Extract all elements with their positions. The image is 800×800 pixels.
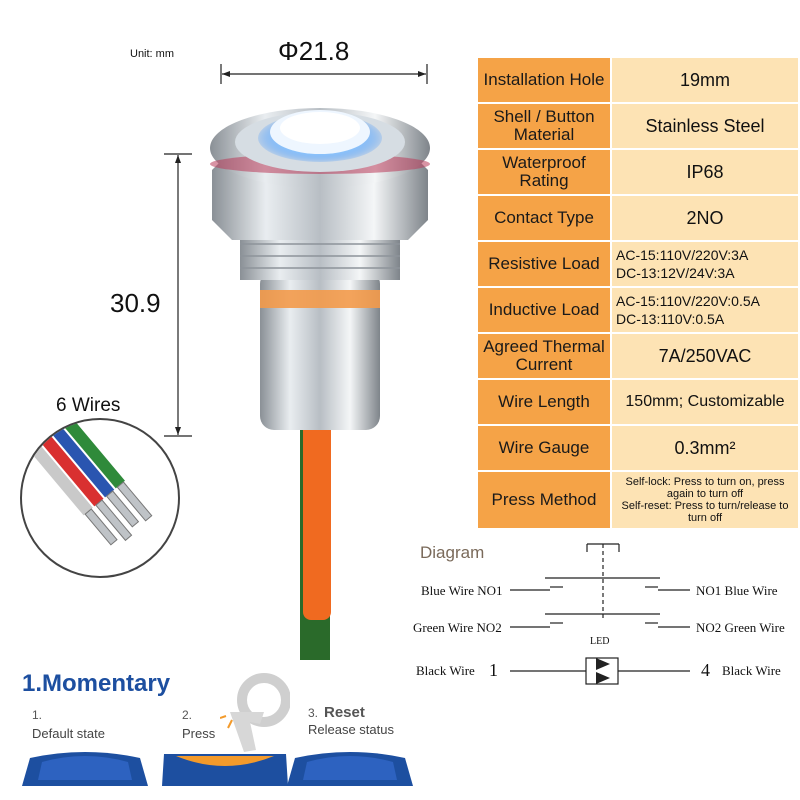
spec-value: AC-15:110V/220V:3A DC-13:12V/24V:3A: [610, 240, 800, 288]
diagram-green-wire-right: NO2 Green Wire: [696, 620, 785, 635]
spec-value: 0.3mm²: [610, 424, 800, 472]
spec-value: 2NO: [610, 194, 800, 242]
spec-key: Contact Type: [476, 194, 612, 242]
spec-row: Resistive Load AC-15:110V/220V:3A DC-13:…: [476, 240, 800, 288]
diagram-pin-4: 4: [701, 660, 710, 680]
diagram-blue-wire-left: Blue Wire NO1: [421, 583, 503, 598]
diagram-black-wire-left: Black Wire: [416, 663, 475, 678]
button-reset-icon: [287, 752, 413, 786]
spec-value-line: DC-13:12V/24V:3A: [616, 265, 735, 281]
spec-value: AC-15:110V/220V:0.5A DC-13:110V:0.5A: [610, 286, 800, 334]
push-button-product-image: [210, 108, 430, 660]
spec-row: Installation Hole 19mm: [476, 56, 800, 104]
spec-key: Shell / Button Material: [476, 102, 612, 150]
spec-key: Resistive Load: [476, 240, 612, 288]
spec-row: Waterproof Rating IP68: [476, 148, 800, 196]
spec-row: Agreed Thermal Current 7A/250VAC: [476, 332, 800, 380]
spec-key: Installation Hole: [476, 56, 612, 104]
step-label: Press: [182, 726, 216, 741]
button-pressed-icon: [162, 754, 288, 786]
hand-press-icon: [220, 673, 290, 752]
spec-key: Press Method: [476, 470, 612, 530]
step-label: Release status: [308, 722, 394, 737]
spec-row: Wire Gauge 0.3mm²: [476, 424, 800, 472]
spec-value: 7A/250VAC: [610, 332, 800, 380]
diameter-label: Φ21.8: [278, 36, 350, 66]
step-label: Default state: [32, 726, 105, 741]
spec-row: Shell / Button Material Stainless Steel: [476, 102, 800, 150]
diagram-green-wire-left: Green Wire NO2: [413, 620, 502, 635]
step-number: 2.: [182, 708, 193, 722]
unit-label: Unit: mm: [130, 48, 174, 60]
spec-value-line: DC-13:110V:0.5A: [616, 311, 725, 327]
step-number: 3.: [308, 706, 319, 720]
wires-label: 6 Wires: [56, 395, 121, 416]
spec-row: Press Method Self-lock: Press to turn on…: [476, 470, 800, 530]
spec-value: Self-lock: Press to turn on, press again…: [610, 470, 800, 530]
diameter-dimension-line: [220, 64, 428, 84]
spec-key: Inductive Load: [476, 286, 612, 334]
button-default-state-icon: [22, 752, 148, 786]
spec-table: Installation Hole 19mm Shell / Button Ma…: [476, 56, 800, 530]
wire-closeup-icon: [25, 420, 153, 546]
diagram-led-label: LED: [590, 636, 610, 647]
height-dimension-line: [164, 153, 192, 437]
spec-value: 150mm; Customizable: [610, 378, 800, 426]
wiring-diagram: [510, 543, 690, 685]
spec-key: Waterproof Rating: [476, 148, 612, 196]
height-label: 30.9: [110, 288, 161, 318]
spec-row: Contact Type 2NO: [476, 194, 800, 242]
spec-value: Stainless Steel: [610, 102, 800, 150]
spec-value: 19mm: [610, 56, 800, 104]
diagram-blue-wire-right: NO1 Blue Wire: [696, 583, 778, 598]
spec-key: Agreed Thermal Current: [476, 332, 612, 380]
momentary-title: 1.Momentary: [22, 670, 171, 697]
step-number: 1.: [32, 708, 43, 722]
diagram-title: Diagram: [420, 543, 485, 562]
spec-key: Wire Gauge: [476, 424, 612, 472]
spec-value-line: AC-15:110V/220V:0.5A: [616, 293, 760, 309]
step-bold-label: Reset: [324, 704, 365, 721]
spec-row: Wire Length 150mm; Customizable: [476, 378, 800, 426]
spec-value: IP68: [610, 148, 800, 196]
spec-value-line: Self-reset: Press to turn/release to tur…: [621, 500, 789, 524]
diagram-pin-1: 1: [489, 660, 498, 680]
spec-value-line: Self-lock: Press to turn on, press again…: [625, 476, 785, 500]
diagram-black-wire-right: Black Wire: [722, 663, 781, 678]
spec-key: Wire Length: [476, 378, 612, 426]
wire-closeup-circle: [20, 418, 180, 578]
spec-row: Inductive Load AC-15:110V/220V:0.5A DC-1…: [476, 286, 800, 334]
spec-value-line: AC-15:110V/220V:3A: [616, 247, 749, 263]
